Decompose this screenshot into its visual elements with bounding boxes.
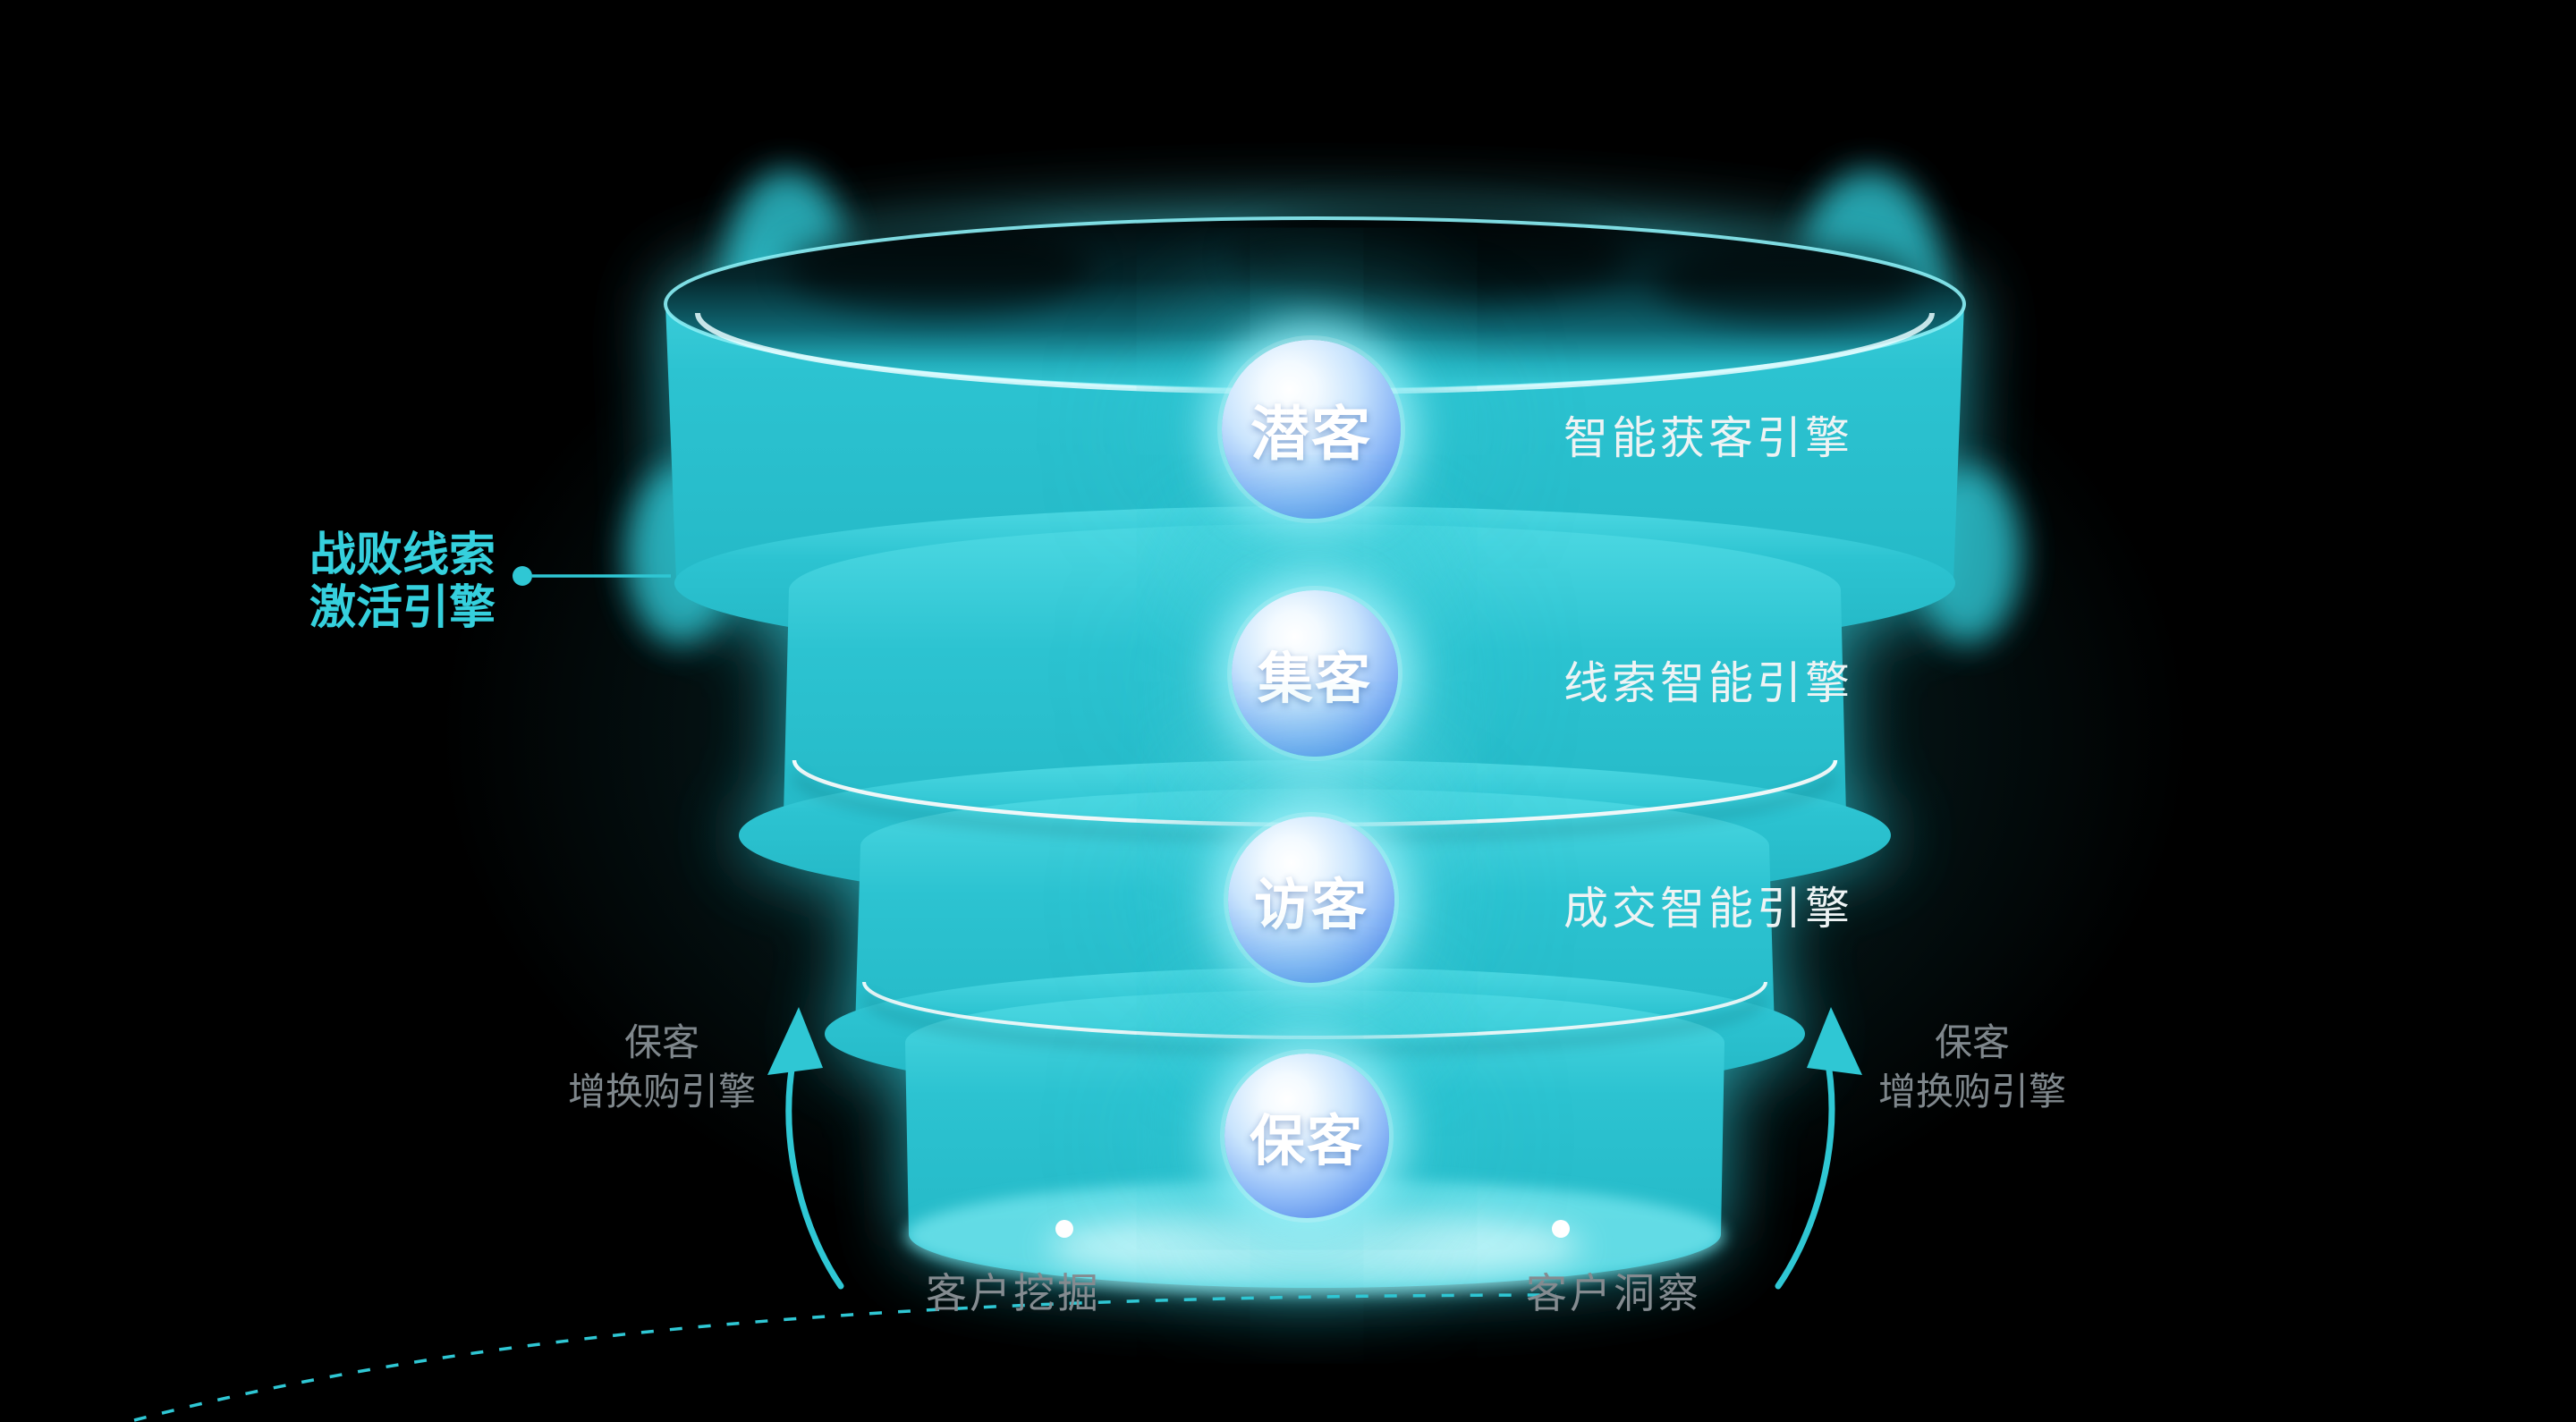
stage-badge-visitors-label: 访客: [1253, 875, 1368, 936]
engine-label-deal-intelligence: 成交智能引擎: [1563, 884, 1853, 934]
customer-mining-label: 客户挖掘: [926, 1270, 1101, 1316]
tier-line-2-shadow: [863, 995, 1767, 1054]
lost-lead-connector-dot: [513, 566, 532, 586]
stage-badge-visitors: 访客: [1228, 817, 1394, 983]
repurchase-right-line2: 增换购引擎: [1877, 1071, 2066, 1113]
lost-lead-activation-label: 战败线索 激活引擎: [250, 529, 555, 636]
repurchase-engine-label-left: 保客 增换购引擎: [501, 1018, 823, 1117]
dashed-journey-arc: [133, 1293, 1557, 1422]
engine-label-lead-intelligence: 线索智能引擎: [1563, 658, 1853, 708]
right-up-arrow: [1775, 1007, 1862, 1290]
stage-badge-leads: 集客: [1232, 590, 1398, 757]
engine-label-acquisition: 智能获客引擎: [1563, 413, 1853, 463]
lost-lead-activation-line1: 战败线索: [309, 529, 496, 581]
stage-badge-prospects-label: 潜客: [1250, 401, 1372, 467]
repurchase-left-line1: 保客: [623, 1021, 699, 1063]
top-smoke: [787, 206, 1923, 322]
repurchase-right-line1: 保客: [1934, 1021, 2010, 1063]
base-glow: [1046, 1211, 1583, 1282]
base-dot-left: [1055, 1220, 1073, 1238]
center-light-beam: [1127, 322, 1503, 1252]
tier-line-2: [862, 981, 1767, 1039]
stage-badge-retained-label: 保客: [1249, 1111, 1364, 1172]
repurchase-engine-label-right: 保客 增换购引擎: [1811, 1018, 2133, 1117]
stage-badge-retained: 保客: [1224, 1054, 1389, 1218]
lost-lead-activation-line2: 激活引擎: [309, 582, 496, 635]
stage-badge-leads-label: 集客: [1257, 648, 1372, 710]
customer-insight-label: 客户洞察: [1526, 1270, 1701, 1316]
repurchase-left-line2: 增换购引擎: [567, 1071, 756, 1113]
base-dot-right: [1552, 1220, 1570, 1238]
left-up-arrow: [767, 1007, 844, 1290]
stage-badge-prospects: 潜客: [1222, 340, 1401, 519]
